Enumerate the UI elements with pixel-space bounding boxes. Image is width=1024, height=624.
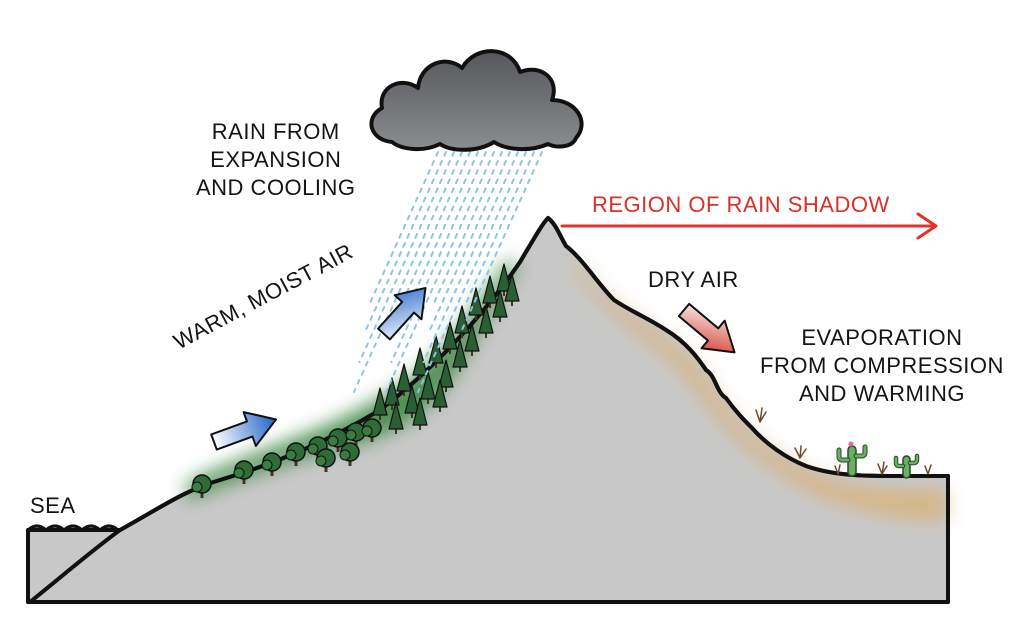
rain-cooling-label: RAIN FROM EXPANSION AND COOLING bbox=[196, 118, 356, 202]
tree-icon bbox=[428, 335, 444, 368]
rain-streak bbox=[385, 151, 495, 393]
tree-icon bbox=[420, 371, 436, 404]
tree-icon bbox=[464, 323, 480, 356]
forest bbox=[191, 263, 520, 498]
rain-streak bbox=[422, 151, 519, 363]
tree-icon bbox=[452, 339, 468, 372]
shrub-icon bbox=[755, 407, 932, 475]
desert-glow bbox=[568, 250, 946, 520]
cactus-icon bbox=[893, 453, 920, 479]
rain-shadow-label: REGION OF RAIN SHADOW bbox=[592, 192, 890, 217]
cloud-icon bbox=[369, 49, 584, 152]
evaporation-line-2: FROM COMPRESSION bbox=[760, 353, 1004, 378]
desert-plants bbox=[755, 407, 932, 479]
sea-label: SEA bbox=[30, 493, 76, 518]
rain-streak bbox=[364, 151, 447, 333]
tree-icon bbox=[191, 474, 212, 498]
tree-icon bbox=[285, 442, 306, 466]
tree-icon bbox=[384, 377, 400, 410]
mountain bbox=[26, 216, 950, 604]
tree-icon bbox=[372, 387, 388, 420]
tree-icon bbox=[412, 397, 428, 430]
tree-icon bbox=[438, 359, 454, 392]
rain-streak bbox=[417, 151, 527, 393]
tree-icon bbox=[478, 305, 494, 338]
cactus-icon bbox=[836, 441, 868, 477]
tree-icon bbox=[404, 385, 420, 418]
evaporation-line-1: EVAPORATION bbox=[801, 325, 963, 350]
tree-icon bbox=[233, 460, 254, 484]
tree-icon bbox=[339, 442, 360, 466]
dry-air-arrow bbox=[677, 302, 736, 354]
rain-streak bbox=[460, 151, 543, 333]
mountain-frame bbox=[26, 476, 950, 604]
rain-streak bbox=[369, 151, 439, 303]
rising-air-arrow bbox=[377, 286, 427, 341]
tree-icon bbox=[492, 289, 508, 322]
tree-icon bbox=[327, 428, 348, 452]
rain-cooling-line-2: EXPANSION bbox=[210, 147, 342, 172]
rain-cooling-line-3: AND COOLING bbox=[196, 175, 356, 200]
rain-streak bbox=[390, 151, 487, 363]
dry-air-label: DRY AIR bbox=[648, 267, 739, 292]
tree-icon bbox=[396, 363, 412, 396]
rain-streak bbox=[433, 151, 503, 303]
rain-streak bbox=[428, 151, 511, 333]
tree-icon bbox=[482, 275, 498, 308]
tree-icon bbox=[388, 401, 404, 434]
tree-icon bbox=[454, 305, 470, 338]
forest-glow bbox=[186, 262, 520, 500]
tree-icon bbox=[496, 263, 512, 296]
evaporation-label: EVAPORATION FROM COMPRESSION AND WARMING bbox=[760, 324, 1004, 408]
tree-icon bbox=[361, 418, 382, 442]
evaporation-line-3: AND WARMING bbox=[798, 381, 965, 406]
rain-streak bbox=[401, 151, 471, 303]
rain-shadow-arrow bbox=[560, 212, 938, 240]
tree-icon bbox=[412, 347, 428, 380]
rain-streak bbox=[353, 151, 463, 393]
tree-icon bbox=[442, 321, 458, 354]
tree-icon bbox=[504, 273, 520, 306]
rain-cooling-line-1: RAIN FROM bbox=[211, 119, 340, 144]
rain-streaks bbox=[353, 151, 543, 393]
tree-icon bbox=[432, 379, 448, 412]
tree-icon bbox=[345, 422, 366, 446]
sea-shore bbox=[28, 528, 122, 604]
rain-streak bbox=[465, 151, 535, 303]
tree-icon bbox=[315, 448, 336, 472]
tree-icon bbox=[261, 452, 282, 476]
rain-streak bbox=[358, 151, 455, 363]
warm-air-arrow bbox=[210, 411, 278, 451]
